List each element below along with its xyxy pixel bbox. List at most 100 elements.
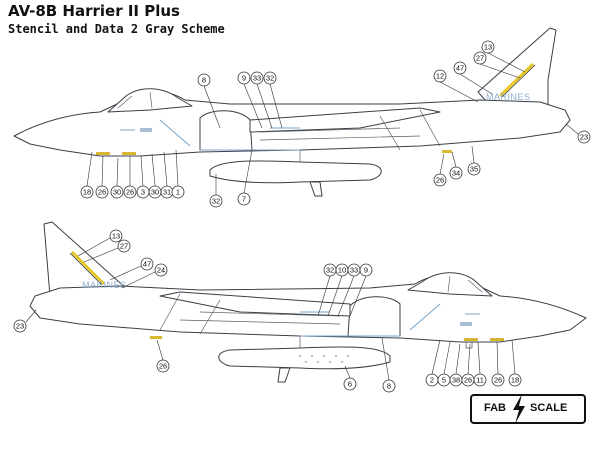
callout-23-top: 23 xyxy=(565,123,591,144)
svg-text:9: 9 xyxy=(242,74,246,83)
svg-text:23: 23 xyxy=(580,133,588,142)
callout-6-bottom: 6 xyxy=(343,365,357,391)
svg-text:27: 27 xyxy=(476,54,484,63)
callouts-top: 8 9 33 32 13 27 47 12 23 18 26 30 26 3 3… xyxy=(80,40,591,208)
callout-3-top: 3 xyxy=(136,155,150,199)
stencil-block-bottom-2 xyxy=(464,338,478,341)
svg-text:26: 26 xyxy=(494,376,502,385)
wing-top xyxy=(249,107,441,133)
callout-13-top: 13 xyxy=(481,40,526,73)
callout-23-bottom: 23 xyxy=(13,309,37,333)
logo-text-right: SCALE xyxy=(530,402,568,414)
callout-34-top: 34 xyxy=(449,151,463,180)
svg-text:8: 8 xyxy=(387,382,391,391)
callout-24-bottom: 24 xyxy=(121,263,168,289)
stencil-block-bottom-3 xyxy=(150,336,162,339)
svg-text:12: 12 xyxy=(436,72,444,81)
svg-text:38: 38 xyxy=(452,376,460,385)
svg-text:26: 26 xyxy=(464,376,472,385)
fin-stripe-bottom xyxy=(70,250,106,286)
svg-text:33: 33 xyxy=(350,266,358,275)
svg-text:5: 5 xyxy=(442,376,446,385)
callout-5-bottom: 5 xyxy=(437,341,451,387)
svg-text:32: 32 xyxy=(212,197,220,206)
page-title: AV-8B Harrier II Plus xyxy=(8,2,180,20)
svg-text:47: 47 xyxy=(143,260,151,269)
lightning-bolt-icon xyxy=(513,394,525,424)
svg-text:9: 9 xyxy=(364,266,368,275)
callout-26-top-a: 26 xyxy=(95,155,109,199)
landing-gear-bottom xyxy=(277,367,291,383)
svg-text:47: 47 xyxy=(456,64,464,73)
fin-stripe-top xyxy=(498,62,535,98)
canopy-bottom xyxy=(407,272,493,297)
svg-text:7: 7 xyxy=(242,195,246,204)
callout-7-top: 7 xyxy=(237,149,253,206)
callout-32-top-b: 32 xyxy=(209,174,223,208)
aircraft-bottom-profile: MARINES xyxy=(29,221,587,383)
callout-27-top: 27 xyxy=(473,51,521,79)
svg-text:3: 3 xyxy=(141,188,145,197)
callout-27-bottom: 27 xyxy=(83,239,131,263)
svg-text:35: 35 xyxy=(470,165,478,174)
callout-33-top: 33 xyxy=(250,71,273,129)
svg-text:27: 27 xyxy=(120,242,128,251)
callout-26-bottom-b: 26 xyxy=(461,343,475,387)
marines-text-bottom: MARINES xyxy=(82,280,127,290)
callout-26-top-b: 26 xyxy=(123,156,137,199)
svg-text:18: 18 xyxy=(511,376,519,385)
callout-47-bottom: 47 xyxy=(109,257,154,281)
callout-26-bottom-a: 26 xyxy=(156,339,170,373)
intake-top xyxy=(199,110,253,151)
svg-text:13: 13 xyxy=(112,232,120,241)
callout-35-top: 35 xyxy=(467,145,481,176)
marines-text-top: MARINES xyxy=(486,92,531,102)
callout-11-bottom: 11 xyxy=(473,341,487,387)
svg-text:23: 23 xyxy=(16,322,24,331)
logo-text-left: FAB xyxy=(484,402,506,414)
svg-text:26: 26 xyxy=(159,362,167,371)
svg-text:6: 6 xyxy=(348,380,352,389)
page-subtitle: Stencil and Data 2 Gray Scheme xyxy=(8,22,225,36)
callout-1-top: 1 xyxy=(171,149,185,199)
svg-text:32: 32 xyxy=(266,74,274,83)
svg-text:34: 34 xyxy=(452,169,460,178)
svg-text:31: 31 xyxy=(163,188,171,197)
svg-text:13: 13 xyxy=(484,43,492,52)
stencil-block-top-3 xyxy=(442,150,452,153)
callout-38-bottom: 38 xyxy=(449,343,463,387)
svg-text:18: 18 xyxy=(83,188,91,197)
svg-text:30: 30 xyxy=(113,188,121,197)
stencil-block-top-1 xyxy=(96,152,110,155)
callout-32-top: 32 xyxy=(263,71,283,129)
stencil-block-bottom-1 xyxy=(490,338,504,341)
callout-8-top: 8 xyxy=(197,73,221,129)
svg-text:33: 33 xyxy=(253,74,261,83)
callout-47-top: 47 xyxy=(453,61,493,95)
drop-tank-bottom xyxy=(218,346,391,370)
wing-bottom xyxy=(159,291,351,317)
intake-bottom xyxy=(347,296,401,337)
svg-text:24: 24 xyxy=(157,266,165,275)
callout-9-top: 9 xyxy=(237,71,263,129)
svg-text:10: 10 xyxy=(338,266,346,275)
callout-32-bottom: 32 xyxy=(317,263,337,317)
callout-18-top: 18 xyxy=(80,151,94,199)
canopy-top xyxy=(107,88,193,113)
svg-text:32: 32 xyxy=(326,266,334,275)
svg-text:26: 26 xyxy=(436,176,444,185)
svg-text:8: 8 xyxy=(202,76,206,85)
svg-text:30: 30 xyxy=(151,188,159,197)
aircraft-top-profile: MARINES xyxy=(13,27,571,197)
callout-9-bottom: 9 xyxy=(349,263,373,317)
callout-30-top-b: 30 xyxy=(148,153,162,199)
callout-12-top: 12 xyxy=(433,69,479,103)
drop-tank-top xyxy=(209,160,382,184)
callout-26-top-c: 26 xyxy=(433,153,447,187)
callout-31-top: 31 xyxy=(160,151,174,199)
callout-8-bottom: 8 xyxy=(381,337,396,393)
svg-text:11: 11 xyxy=(476,376,484,385)
svg-text:26: 26 xyxy=(126,188,134,197)
svg-text:1: 1 xyxy=(176,188,180,197)
